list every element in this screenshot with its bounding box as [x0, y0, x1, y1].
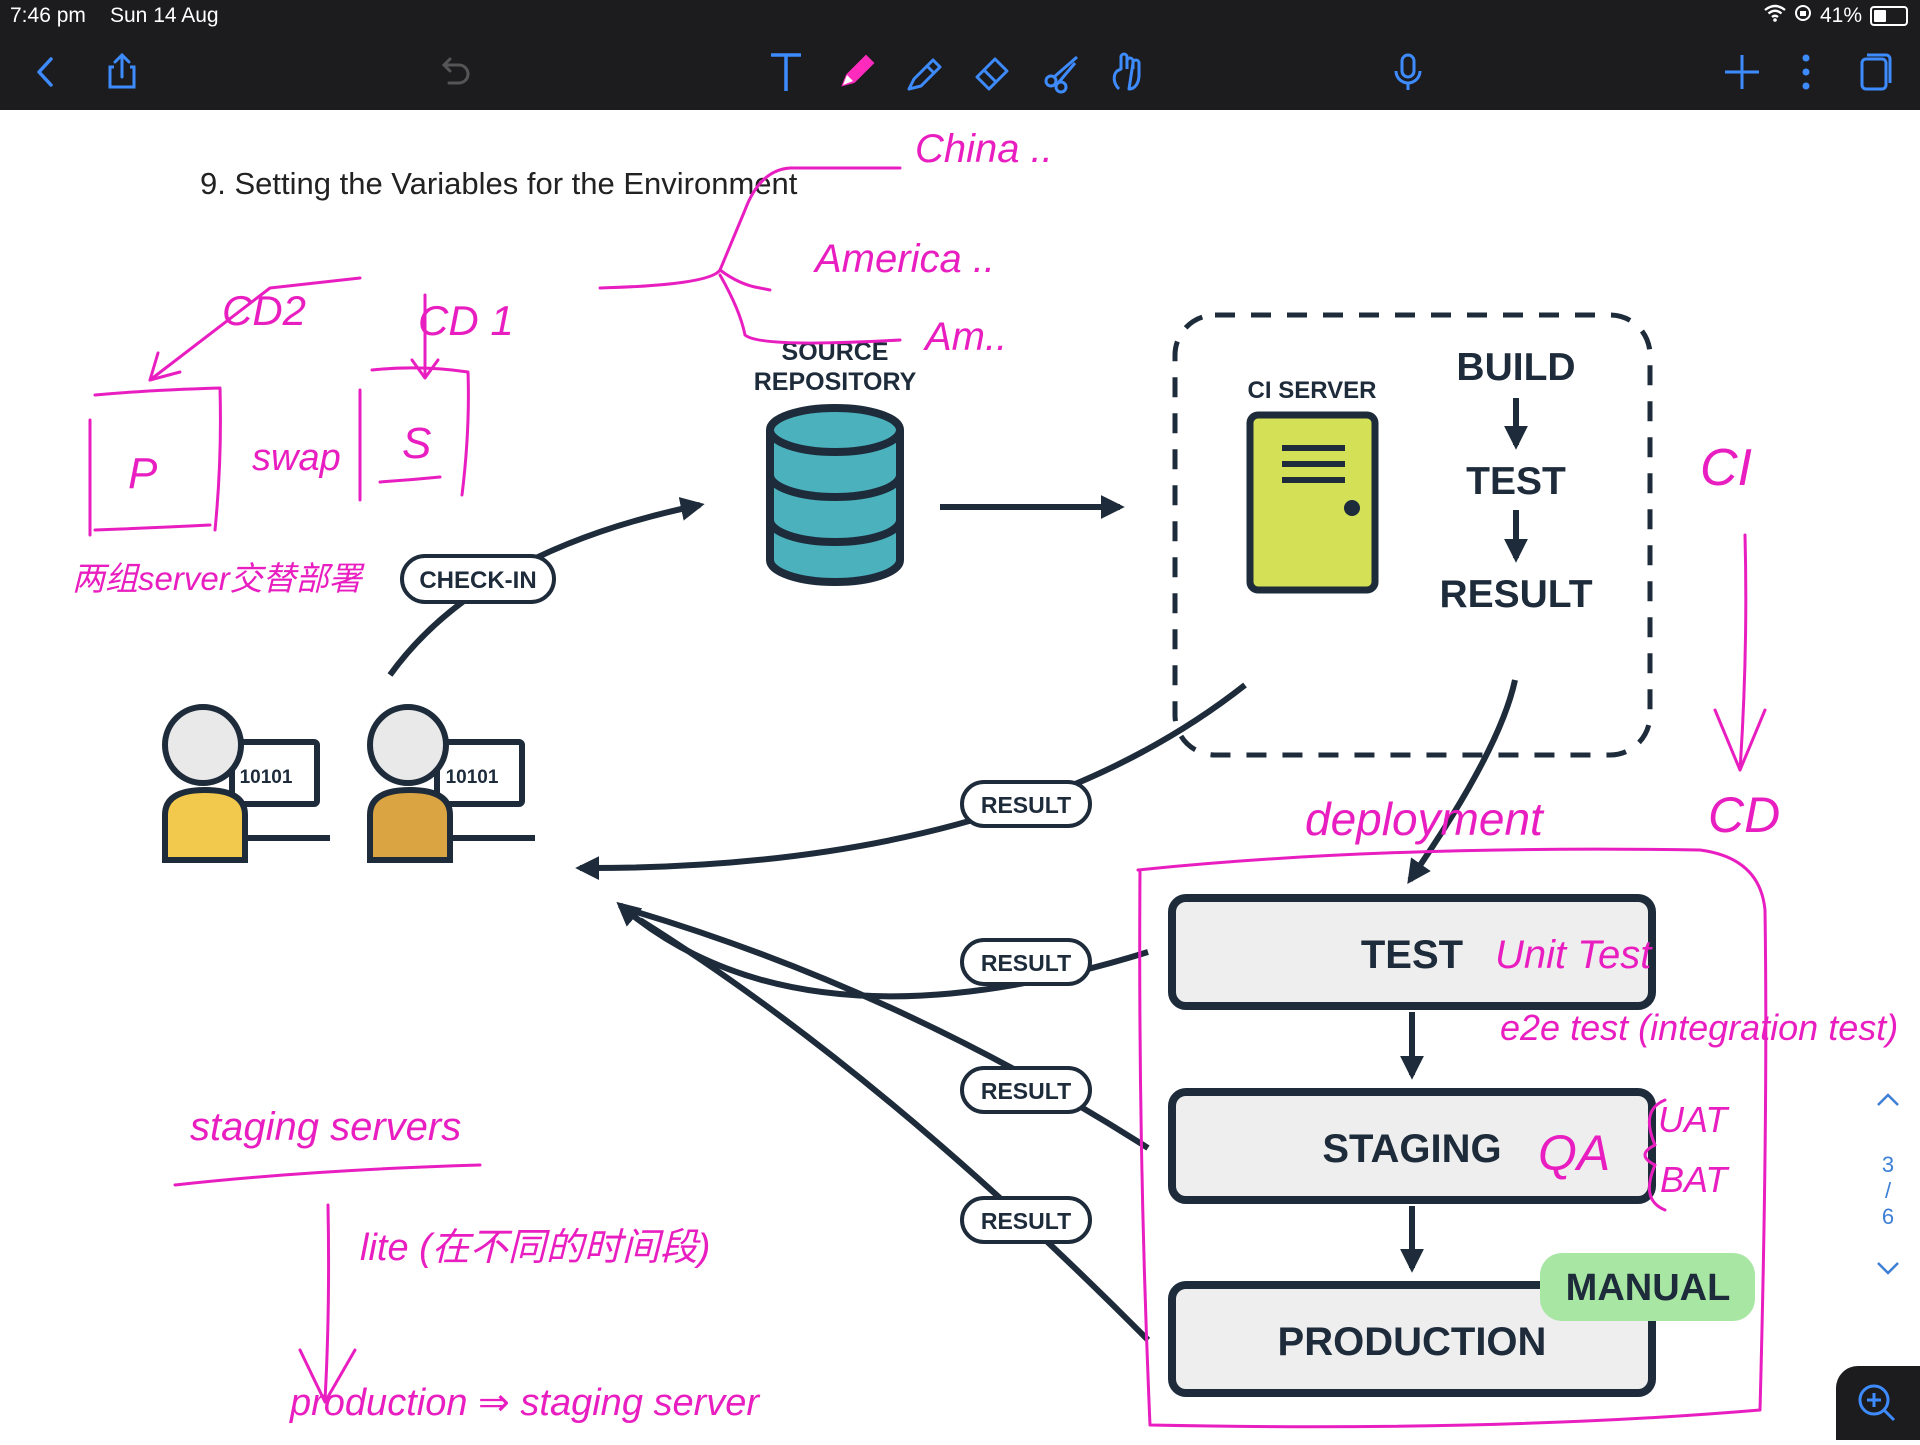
result-badge-4: RESULT: [960, 1196, 1092, 1244]
note-america: America ..: [813, 237, 995, 281]
page-up-icon[interactable]: [1868, 1090, 1908, 1130]
note-unit-test: Unit Test: [1495, 933, 1653, 977]
svg-text:MANUAL: MANUAL: [1566, 1267, 1731, 1309]
note-cd: CD: [1708, 787, 1780, 843]
ci-result-arrow: [575, 682, 1247, 881]
developer-1: 10101: [162, 704, 330, 863]
more-icon[interactable]: [1780, 46, 1832, 98]
svg-text:RESULT: RESULT: [981, 950, 1071, 976]
status-date: Sun 14 Aug: [110, 4, 219, 27]
page-icon[interactable]: [1848, 46, 1900, 98]
zoom-button[interactable]: [1836, 1366, 1920, 1440]
result-label: RESULT: [1439, 573, 1592, 616]
developer-2: 10101: [367, 704, 535, 863]
ci-to-deploy-arrow: [1407, 679, 1518, 884]
note-qa: QA: [1538, 1125, 1610, 1181]
undo-icon[interactable]: [428, 46, 480, 98]
note-e2e-test: e2e test (integration test): [1500, 1007, 1898, 1048]
result-badge-3: RESULT: [960, 1066, 1092, 1114]
lasso-icon[interactable]: [1036, 46, 1088, 98]
handwriting-text: China .. America .. Am.. CD2 CD 1 P swap…: [72, 127, 1898, 1424]
note-box-s: S: [402, 419, 431, 468]
highlighter-icon[interactable]: [898, 46, 950, 98]
back-icon[interactable]: [20, 46, 72, 98]
svg-text:RESULT: RESULT: [981, 792, 1071, 818]
note-box-p: P: [128, 449, 158, 498]
eraser-icon[interactable]: [966, 46, 1018, 98]
zoom-in-icon: [1858, 1384, 1896, 1422]
note-bat: BAT: [1660, 1159, 1730, 1200]
svg-text:STAGING: STAGING: [1322, 1127, 1501, 1171]
add-icon[interactable]: [1716, 46, 1768, 98]
document-page[interactable]: 9. Setting the Variables for the Environ…: [0, 110, 1920, 1440]
build-label: BUILD: [1456, 346, 1575, 389]
stage-test: TEST: [1168, 894, 1656, 1010]
handwriting-strokes: [88, 166, 1768, 1429]
note-am: Am..: [923, 315, 1007, 359]
page-title: 9. Setting the Variables for the Environ…: [200, 166, 798, 201]
note-cd1: CD 1: [418, 297, 514, 344]
note-ci: CI: [1700, 439, 1752, 497]
note-two-servers: 两组server交替部署: [72, 560, 366, 597]
laptop-code-2: 10101: [446, 767, 499, 788]
note-staging-servers: staging servers: [190, 1105, 461, 1149]
ci-server-label: CI SERVER: [1248, 377, 1377, 404]
note-uat: UAT: [1658, 1099, 1730, 1140]
check-in-badge: [400, 554, 556, 604]
server-icon: [1246, 411, 1379, 594]
result-badge-2: RESULT: [960, 938, 1092, 986]
battery-percent: 41%: [1819, 4, 1862, 27]
page-separator: /: [1884, 1178, 1892, 1203]
laptop-code-1: 10101: [240, 767, 293, 788]
note-lite: lite (在不同的时间段): [360, 1227, 710, 1269]
battery-icon: [1870, 6, 1908, 26]
svg-text:TEST: TEST: [1361, 933, 1463, 977]
hand-icon[interactable]: [1102, 46, 1154, 98]
page-navigator: 3 / 6: [1868, 1090, 1908, 1298]
share-icon[interactable]: [96, 46, 148, 98]
status-bar: 7:46 pm Sun 14 Aug 41%: [0, 0, 1920, 34]
text-tool-icon[interactable]: [760, 46, 812, 98]
status-right: 41%: [1764, 4, 1908, 28]
microphone-icon[interactable]: [1382, 46, 1434, 98]
page-total: 6: [1881, 1204, 1895, 1229]
svg-text:RESULT: RESULT: [981, 1078, 1071, 1104]
stage-production: PRODUCTION: [1168, 1281, 1656, 1397]
note-cd2: CD2: [222, 287, 306, 334]
note-deployment: deployment: [1305, 793, 1545, 845]
orientation-lock-icon: [1794, 4, 1812, 28]
note-swap: swap: [252, 437, 341, 479]
test-label: TEST: [1466, 460, 1566, 503]
result-badge-1: RESULT: [960, 780, 1092, 828]
note-production-staging: production ⇒ staging server: [289, 1382, 760, 1424]
ci-box: [1172, 312, 1653, 758]
check-in-label: CHECK-IN: [419, 567, 536, 594]
database-icon: [766, 404, 904, 586]
status-time: 7:46 pm: [10, 4, 86, 27]
production-result-arrow: [638, 917, 1151, 1343]
toolbar: [0, 34, 1920, 110]
page-down-icon[interactable]: [1868, 1258, 1908, 1298]
source-label-2: REPOSITORY: [754, 368, 917, 396]
page-current: 3: [1881, 1152, 1895, 1177]
svg-text:PRODUCTION: PRODUCTION: [1278, 1320, 1547, 1364]
manual-badge: MANUAL: [1540, 1253, 1755, 1321]
wifi-icon: [1764, 4, 1786, 28]
note-china: China ..: [915, 127, 1053, 171]
cicd-diagram: SOURCE REPOSITORY CI SERVER BUILD TEST R…: [72, 127, 1898, 1429]
pen-icon[interactable]: [830, 46, 882, 98]
svg-text:RESULT: RESULT: [981, 1208, 1071, 1234]
